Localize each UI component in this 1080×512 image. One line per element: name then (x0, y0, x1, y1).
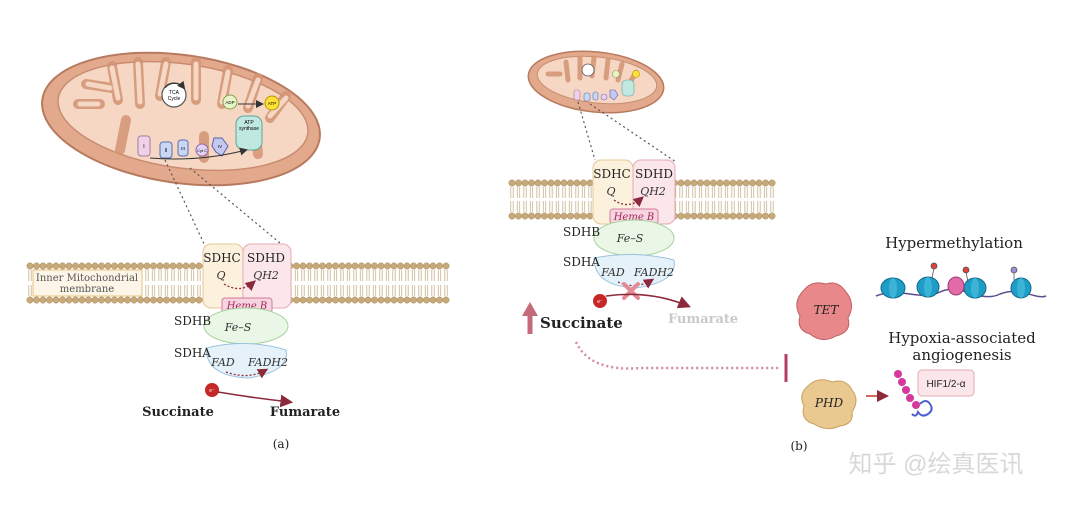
fumarate-label: Fumarate (270, 405, 340, 420)
q-label: Q (216, 269, 225, 282)
adp-small-icon (612, 70, 620, 78)
hif-label: HIF1/2-α (926, 379, 965, 390)
fe-s-label-b: Fe–S (616, 232, 644, 245)
adp-icon (222, 94, 238, 110)
cyt-c-label: Cyt C (197, 148, 207, 153)
atp-small-icon (632, 70, 640, 78)
hypermethylation-label: Hypermethylation (885, 234, 1023, 252)
complex-ii-icon (159, 141, 173, 159)
hypermethylation-section: Hypermethylation (875, 234, 1047, 299)
panel-a-sdh-complex: SDHC SDHD Q QH2 Heme B Fe–S SDHB SDHA FA… (142, 243, 340, 420)
cyt-c-icon (195, 143, 209, 157)
cyt-c-small-icon (600, 93, 608, 101)
hif-protein-icon (894, 370, 933, 417)
complex-iii-small-icon (592, 91, 599, 101)
atp-synthase-icon (235, 115, 263, 151)
complex-iii-label: III (181, 146, 185, 151)
panel-b-mitochondrion (527, 50, 665, 114)
fadh2-label: FADH2 (247, 356, 288, 369)
atp-synthase-small-icon (621, 79, 635, 97)
membrane-label-line1: Inner Mitochondrial (36, 273, 138, 284)
panel-a-zoom-lines (164, 159, 287, 249)
atp-synthase-label-2: synthase (239, 126, 259, 132)
phd-label: PHD (814, 396, 844, 410)
atp-label: ATP (268, 101, 276, 106)
complex-iii-icon (177, 139, 189, 157)
hif-box (917, 369, 975, 397)
panel-b-sdh-complex: SDHC SDHD Q QH2 Heme B Fe–S SDHB SDHA FA… (522, 159, 788, 382)
qh2-label: QH2 (253, 269, 279, 282)
q-label-b: Q (606, 185, 615, 198)
complex-i-icon (137, 135, 151, 157)
panel-a-mitochondrion: TCA Cycle ADP ATP ATP synthase I II III … (41, 51, 321, 187)
fe-s-label: Fe–S (224, 321, 252, 334)
electron-icon (205, 383, 219, 397)
heme-b-label: Heme B (226, 301, 268, 312)
complex-i-label: I (143, 144, 144, 150)
methyl-marks (930, 262, 1018, 283)
heme-b-label-b: Heme B (613, 212, 655, 223)
electron-label-b: e⁻ (597, 299, 603, 305)
tet-section: TET (796, 282, 852, 340)
complex-i-small-icon (573, 89, 581, 101)
tet-bound-icon (947, 276, 965, 296)
sdhb-label-b: SDHB (563, 225, 600, 239)
atp-synthase-label-1: ATP (244, 120, 254, 126)
sdha-label-b: SDHA (563, 255, 600, 269)
fadh2-label-b: FADH2 (633, 266, 674, 279)
sdhc-label-b: SDHC (593, 167, 631, 181)
sdhb-label: SDHB (174, 314, 211, 328)
cycle-label: Cycle (168, 96, 181, 102)
blocked-x-icon (622, 282, 640, 300)
qh2-label-b: QH2 (640, 185, 666, 198)
sdha-label: SDHA (174, 346, 211, 360)
complex-iv-small-icon (609, 89, 619, 101)
complex-ii-label: II (165, 148, 168, 154)
sdhc-label: SDHC (203, 251, 241, 265)
complex-iv-label: IV (218, 144, 222, 149)
atp-icon (264, 95, 280, 111)
panel-b-label: (b) (790, 439, 807, 453)
electron-label: e⁻ (209, 388, 215, 394)
complex-iv-icon (211, 137, 229, 157)
electron-icon-b (593, 294, 607, 308)
nucleosome-group (880, 276, 1032, 299)
complex-ii-small-icon (583, 92, 591, 102)
fad-label-b: FAD (600, 266, 625, 279)
fad-label: FAD (210, 356, 235, 369)
tca-label: TCA (169, 90, 180, 96)
succinate-label-b: Succinate (540, 314, 623, 332)
sdhd-label-b: SDHD (635, 167, 673, 181)
tet-label: TET (814, 303, 840, 317)
sdhd-label: SDHD (247, 251, 285, 265)
tca-cycle-small-icon (581, 63, 595, 77)
hypoxia-section: Hypoxia-associated angiogenesis PHD HIF1… (801, 329, 1036, 430)
panel-a-label: (a) (273, 437, 290, 451)
tet-enzyme-icon (796, 282, 852, 340)
hypoxia-label-line2: angiogenesis (912, 346, 1011, 364)
membrane-label-box: Inner Mitochondrial membrane (32, 269, 143, 297)
inhibition-line (574, 341, 780, 370)
fumarate-label-b: Fumarate (668, 312, 738, 327)
panel-b-zoom-lines (577, 101, 677, 163)
adp-label: ADP (225, 100, 234, 105)
hypoxia-label-line1: Hypoxia-associated (888, 329, 1036, 347)
membrane-label-line2: membrane (60, 284, 114, 295)
sdha-subunit-b (593, 253, 675, 289)
phd-enzyme-icon (801, 379, 857, 430)
watermark: 知乎 @绘真医讯 (848, 451, 1023, 478)
succinate-label: Succinate (142, 405, 214, 420)
